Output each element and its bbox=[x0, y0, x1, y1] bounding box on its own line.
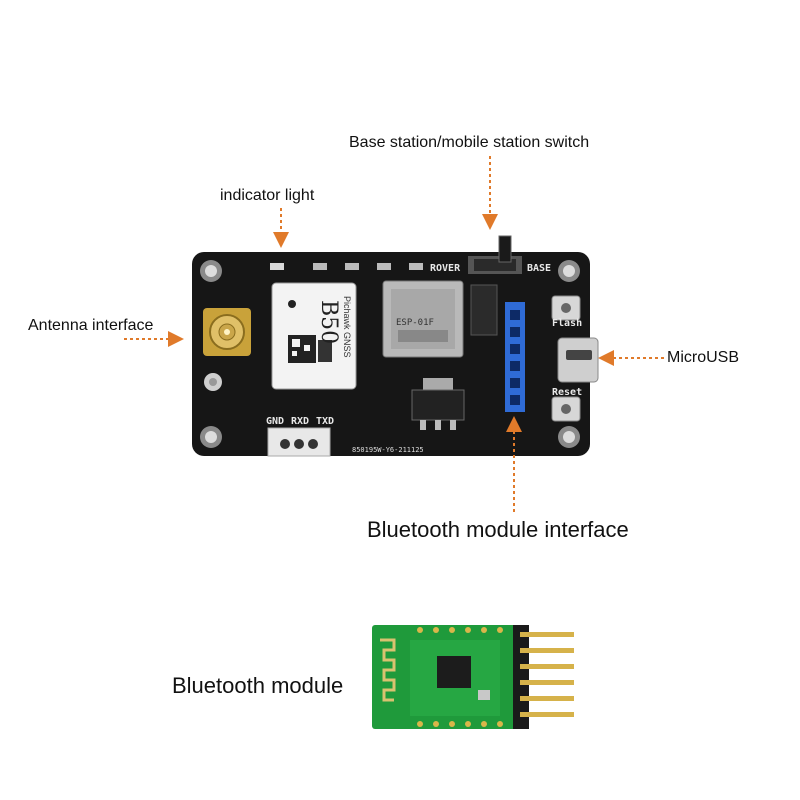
silk-rxd: RXD bbox=[291, 416, 309, 427]
flash-button-icon bbox=[551, 295, 581, 321]
silk-base: BASE bbox=[527, 263, 551, 274]
silk-reset: Reset bbox=[552, 387, 582, 398]
ic-chip bbox=[470, 284, 498, 336]
bluetooth-module-board bbox=[372, 625, 574, 729]
indicator-led-icon bbox=[270, 263, 423, 270]
silk-gnd: GND bbox=[266, 416, 284, 427]
leader-lines bbox=[124, 156, 664, 512]
silk-rover: ROVER bbox=[430, 263, 461, 274]
gnss-module bbox=[271, 282, 357, 390]
microusb-label: MicroUSB bbox=[667, 349, 740, 366]
wifi-module-text: ESP-01F bbox=[396, 318, 434, 328]
gnss-brand-text: Pichawk GNSS bbox=[342, 296, 352, 358]
bluetooth-pins bbox=[520, 632, 574, 717]
indicator-label: indicator light bbox=[220, 187, 315, 204]
antenna-label: Antenna interface bbox=[28, 317, 154, 334]
bt-module-label: Bluetooth module bbox=[172, 673, 344, 698]
silk-txd: TXD bbox=[316, 416, 334, 427]
bluetooth-header bbox=[505, 302, 525, 412]
reset-button-icon bbox=[551, 396, 581, 422]
microusb-port-icon bbox=[557, 337, 599, 383]
board-serial-text: 850195W-Y6-211125 bbox=[352, 446, 424, 454]
silk-flash: Flash bbox=[552, 318, 582, 329]
gnss-board bbox=[192, 235, 599, 457]
bt-interface-label: Bluetooth module interface bbox=[367, 517, 629, 542]
antenna-connector-icon bbox=[203, 308, 251, 391]
uart-connector bbox=[267, 427, 331, 457]
mounting-hole-icon bbox=[200, 260, 580, 448]
base-rover-switch bbox=[468, 235, 522, 274]
bluetooth-chip bbox=[437, 656, 471, 688]
voltage-regulator bbox=[411, 378, 465, 430]
gnss-model-text: B50 bbox=[316, 300, 341, 344]
switch-label: Base station/mobile station switch bbox=[349, 134, 590, 151]
wifi-module bbox=[382, 280, 464, 358]
